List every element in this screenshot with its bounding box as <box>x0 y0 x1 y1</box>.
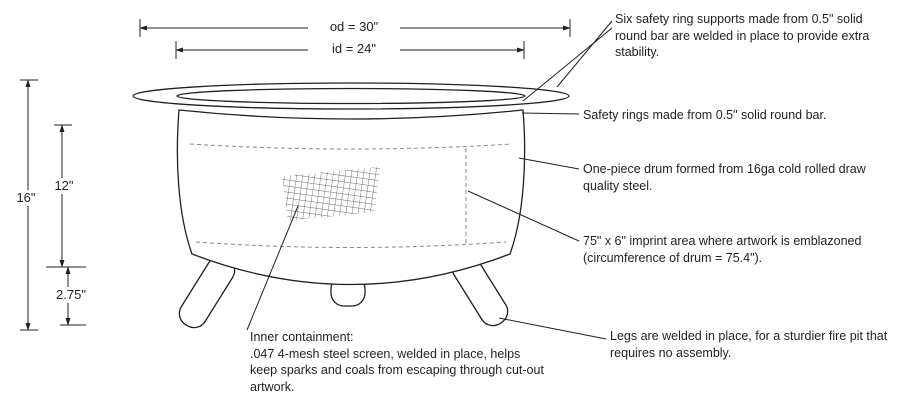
leader-imprint <box>467 190 580 242</box>
leader-legs <box>498 317 607 340</box>
leader-safety-rings <box>521 112 580 115</box>
callout-drum: One-piece drum formed from 16ga cold rol… <box>583 162 866 193</box>
dim-label-od: od = 30" <box>308 19 400 36</box>
callout-containment: Inner containment: .047 4-mesh steel scr… <box>250 330 544 394</box>
rim-outer-edge <box>132 82 570 110</box>
imprint-area-outline <box>189 143 513 248</box>
callout-legs: Legs are welded in place, for a sturdier… <box>610 329 888 360</box>
dim-label-leg-height: 2.75" <box>47 287 95 304</box>
leader-lines <box>246 20 613 340</box>
leader-containment <box>246 205 299 331</box>
callout-ring-supports: Six safety ring supports made from 0.5" … <box>615 12 870 59</box>
leader-ring-supports-a <box>556 20 613 88</box>
leader-drum <box>518 157 580 170</box>
callout-imprint: 75" x 6" imprint area where artwork is e… <box>583 234 862 265</box>
leader-ring-supports-b <box>522 27 613 102</box>
dim-label-id: id = 24" <box>308 41 400 58</box>
callout-safety-rings: Safety rings made from 0.5" solid round … <box>583 108 827 122</box>
mesh-screen <box>282 167 380 221</box>
dim-label-drum-height: 12" <box>44 178 84 195</box>
dim-label-overall-height: 16" <box>5 190 47 207</box>
rim-inner-edge <box>176 87 526 105</box>
rim <box>132 82 570 110</box>
